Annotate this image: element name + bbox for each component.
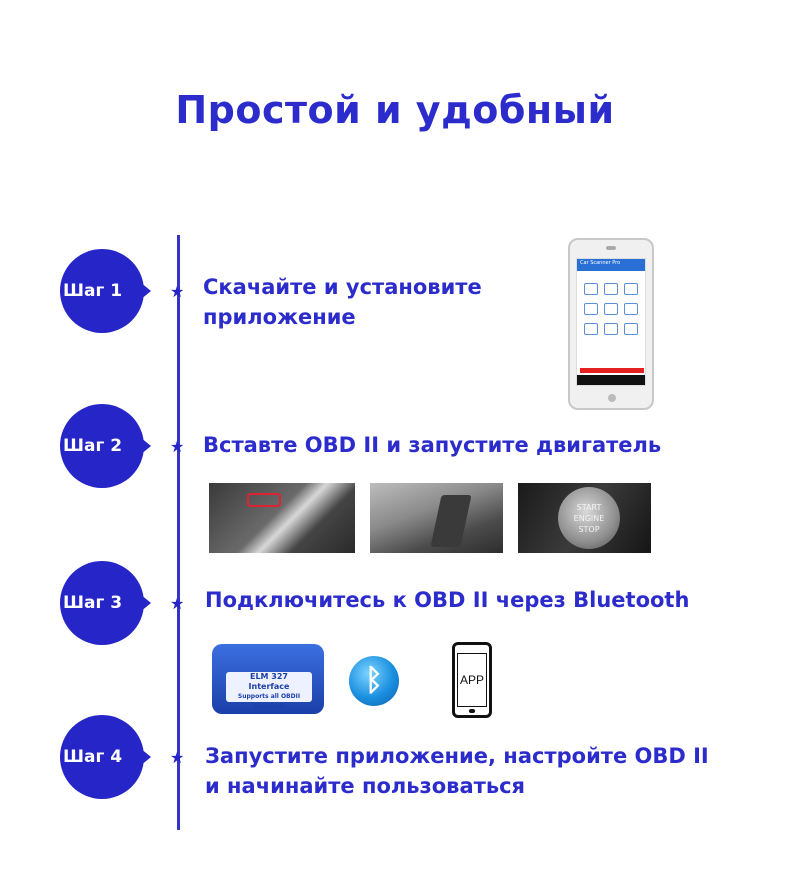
step-2-star-icon: ★ <box>170 437 185 456</box>
phone-screen: Car Scanner Pro <box>576 258 646 386</box>
step-4-arrow <box>140 748 151 766</box>
timeline-line <box>177 235 180 830</box>
step-3-label: Шаг 3 <box>63 593 123 613</box>
app-connect-bar <box>580 368 644 373</box>
step-4-star-icon: ★ <box>170 748 185 767</box>
step-3-arrow <box>140 594 151 612</box>
step-1-label: Шаг 1 <box>63 281 123 301</box>
app-icon-text: APP <box>459 673 484 687</box>
step-1-text: Скачайте и установите приложение <box>203 272 482 332</box>
step-2-badge: Шаг 2 <box>60 404 160 488</box>
obd-adapter-label: ELM 327 Interface Supports all OBDII pro… <box>226 672 312 710</box>
app-phone-icon: APP <box>452 642 492 718</box>
step-2-arrow <box>140 437 151 455</box>
step-4-text: Запустите приложение, настройте OBD II и… <box>205 741 709 801</box>
step-3-line-1: Подключитесь к OBD II через Bluetooth <box>205 588 690 612</box>
step-4-badge: Шаг 4 <box>60 715 160 799</box>
smartphone-app-screenshot: Car Scanner Pro <box>568 238 654 410</box>
step-1-arrow <box>140 282 151 300</box>
app-title: Car Scanner Pro <box>580 260 621 266</box>
step-3-text: Подключитесь к OBD II через Bluetooth <box>205 585 689 615</box>
step-4-line-1: Запустите приложение, настройте OBD II <box>205 744 709 768</box>
page-title: Простой и удобный <box>175 88 615 132</box>
obd-port-photo <box>209 483 355 553</box>
start-stop-button-photo: START ENGINE STOP <box>518 483 651 553</box>
step-3-badge: Шаг 3 <box>60 561 160 645</box>
step-4-line-2: и начинайте пользоваться <box>205 774 526 798</box>
step-1-circle <box>60 249 144 333</box>
step-2-label: Шаг 2 <box>63 436 123 456</box>
pedal-photo <box>370 483 503 553</box>
step-3-circle <box>60 561 144 645</box>
obd-adapter-image: ELM 327 Interface Supports all OBDII pro… <box>212 644 324 714</box>
app-icon-grid <box>581 281 643 341</box>
step-2-line-1: Вставте OBD II и запустите двигатель <box>203 433 662 457</box>
step-1-line-2: приложение <box>203 305 356 329</box>
step-1-badge: Шаг 1 <box>60 249 160 333</box>
phone-camera <box>606 246 616 250</box>
step-3-star-icon: ★ <box>170 594 185 613</box>
bluetooth-icon: ᛒ <box>349 656 399 706</box>
step-4-circle <box>60 715 144 799</box>
step-1-line-1: Скачайте и установите <box>203 275 482 299</box>
app-header-bar: Car Scanner Pro <box>577 259 645 271</box>
start-engine-button: START ENGINE STOP <box>558 487 620 549</box>
phone-nav-bar <box>577 375 645 385</box>
step-2-text: Вставте OBD II и запустите двигатель <box>203 430 661 460</box>
step-4-label: Шаг 4 <box>63 747 123 767</box>
phone-home-button <box>608 394 616 402</box>
step-1-star-icon: ★ <box>170 282 185 301</box>
step-2-circle <box>60 404 144 488</box>
